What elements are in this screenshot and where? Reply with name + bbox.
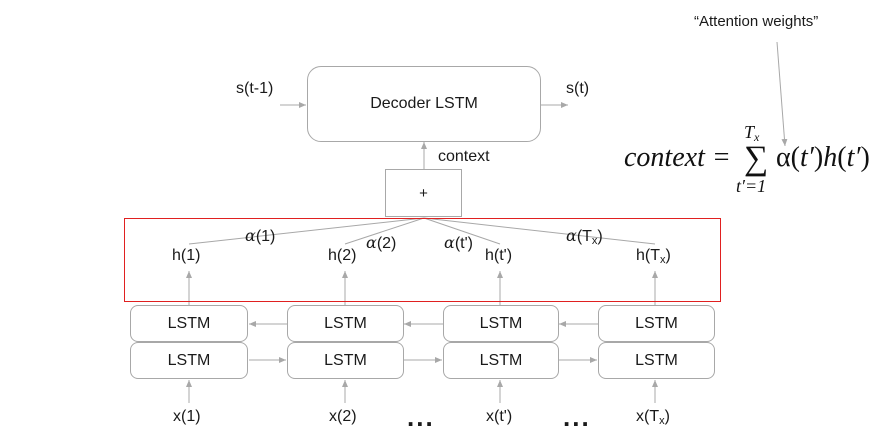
- input-label-4: x(Tx): [636, 408, 670, 427]
- formula-upper-limit: Tx: [744, 122, 760, 144]
- decoder-input-label: s(t-1): [236, 80, 274, 97]
- formula-rhs: α(t′)h(t′): [776, 142, 870, 173]
- formula-lower-limit: t′=1: [736, 176, 767, 196]
- ellipsis-2: ...: [563, 402, 591, 432]
- sum-symbol: +: [419, 184, 428, 202]
- formula-lhs: context =: [624, 142, 731, 173]
- decoder-lstm-box: Decoder LSTM: [307, 66, 541, 142]
- alpha-label-1: α(1): [245, 226, 276, 245]
- encoder-lstm-backward-4: LSTM: [598, 305, 715, 342]
- alpha-label-4: α(Tx): [566, 226, 603, 247]
- input-label-2: x(2): [329, 408, 357, 425]
- context-label: context: [438, 148, 490, 165]
- alpha-line-1: [188, 217, 425, 245]
- alpha-label-3: α(t'): [444, 233, 473, 252]
- context-formula: context = Tx ∑ t′=1 α(t′)h(t′): [620, 118, 878, 198]
- ellipsis-1: ...: [407, 402, 435, 432]
- alpha-line-2: [344, 217, 425, 245]
- hidden-state-1: h(1): [172, 247, 201, 264]
- decoder-output-label: s(t): [566, 80, 590, 97]
- alpha-label-2: α(2): [366, 233, 397, 252]
- encoder-lstm-forward-1: LSTM: [130, 342, 248, 379]
- input-label-3: x(t'): [486, 408, 513, 425]
- encoder-lstm-backward-2: LSTM: [287, 305, 404, 342]
- encoder-lstm-backward-1: LSTM: [130, 305, 248, 342]
- encoder-lstm-forward-2: LSTM: [287, 342, 404, 379]
- hidden-state-2: h(2): [328, 247, 357, 264]
- attention-weights-annotation: “Attention weights”: [694, 13, 819, 30]
- alpha-line-4: [423, 217, 656, 245]
- encoder-lstm-backward-3: LSTM: [443, 305, 559, 342]
- formula-sum-symbol: ∑: [744, 140, 769, 177]
- input-label-1: x(1): [173, 408, 201, 425]
- encoder-lstm-forward-3: LSTM: [443, 342, 559, 379]
- sum-node: +: [385, 169, 462, 217]
- annotation-arrow: [776, 41, 788, 147]
- hidden-state-3: h(t'): [485, 247, 513, 264]
- decoder-lstm-label: Decoder LSTM: [370, 95, 478, 112]
- attention-highlight-box: [124, 218, 721, 302]
- alpha-line-3: [423, 217, 501, 245]
- encoder-lstm-forward-4: LSTM: [598, 342, 715, 379]
- hidden-state-4: h(Tx): [636, 247, 671, 266]
